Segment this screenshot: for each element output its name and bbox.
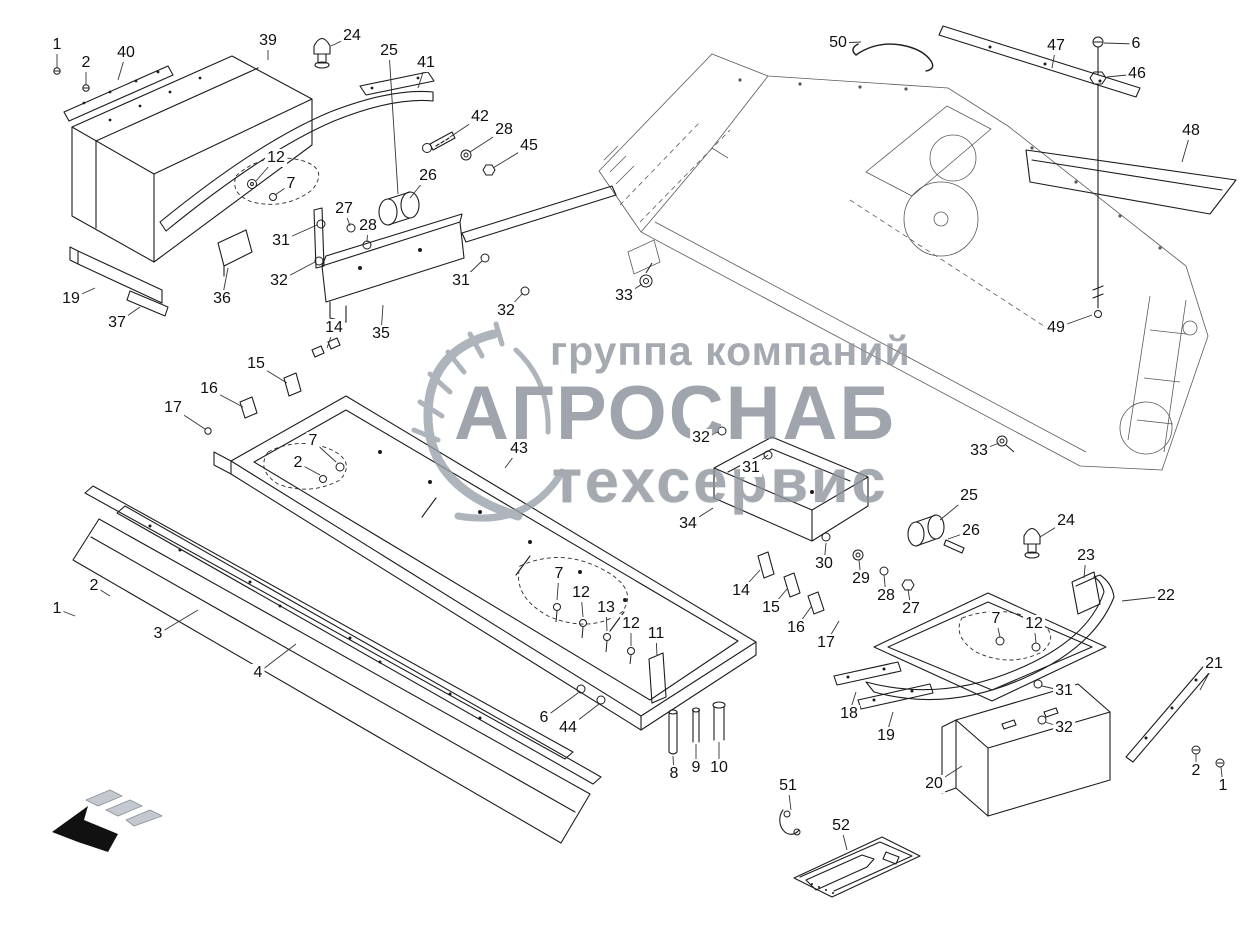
exploded-parts <box>63 25 1237 898</box>
machine-body-outline <box>598 53 1209 471</box>
fastener-icons <box>53 36 1225 894</box>
callout-leader-lines <box>56 35 1224 851</box>
corner-direction-arrow-icon <box>52 789 164 852</box>
